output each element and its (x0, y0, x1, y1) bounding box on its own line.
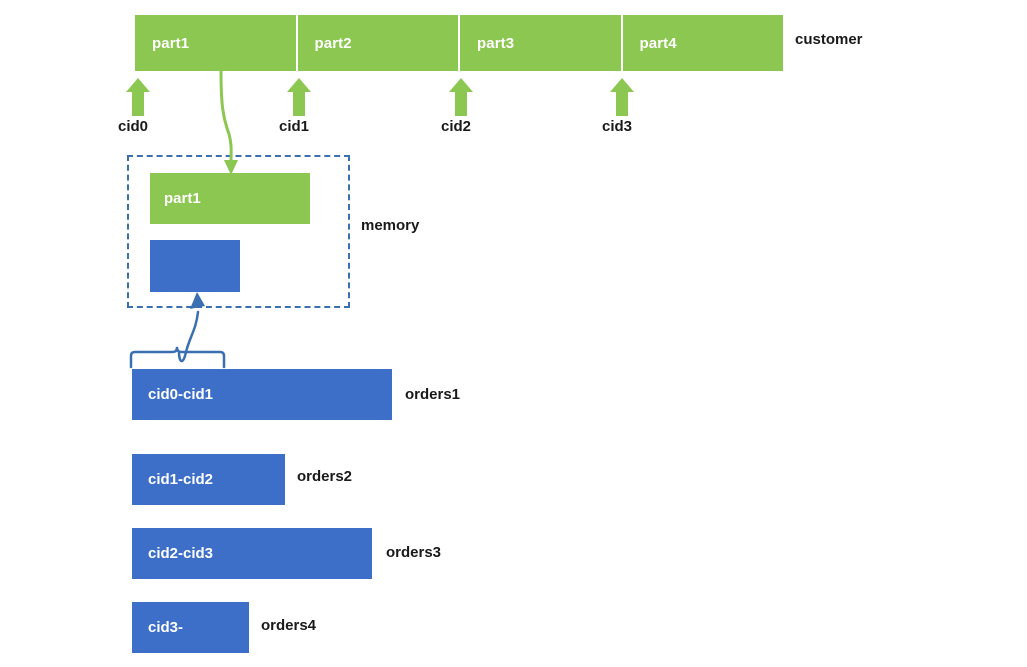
part-segment-label: part3 (477, 34, 515, 52)
orders-bar-4[interactable]: cid3- (132, 602, 249, 653)
customer-part-segment-2[interactable]: part2 (297, 15, 460, 71)
cid-up-arrow-icon-2 (449, 78, 473, 116)
memory-region-label: memory (361, 217, 420, 234)
orders-bar-range-label: cid2-cid3 (148, 545, 214, 562)
cid-up-arrow-icon-0 (126, 78, 150, 116)
part-segment-label: part2 (314, 34, 352, 52)
memory-loaded-part-label: part1 (164, 190, 201, 207)
orders-name-label-3: orders3 (386, 544, 442, 561)
memory-region (127, 155, 350, 308)
orders-bar-range-label: cid0-cid1 (148, 386, 214, 403)
cid-up-arrow-icon-3 (610, 78, 634, 116)
customer-part-segment-1[interactable]: part1 (135, 15, 298, 71)
cid-marker-label-3: cid3 (602, 118, 633, 135)
customer-part-segment-3[interactable]: part3 (460, 15, 623, 71)
orders1-brace (129, 346, 226, 369)
cid-marker-label-2: cid2 (441, 118, 472, 135)
orders-bar-2[interactable]: cid1-cid2 (132, 454, 285, 505)
customer-part-segment-4[interactable]: part4 (622, 15, 783, 71)
cid-marker-label-0: cid0 (118, 118, 149, 135)
cid-marker-label-1: cid1 (279, 118, 310, 135)
orders-bar-range-label: cid3- (148, 619, 184, 636)
orders-name-label-1: orders1 (405, 386, 461, 403)
orders-name-label-4: orders4 (261, 617, 317, 634)
orders-bar-range-label: cid1-cid2 (148, 471, 214, 488)
memory-loaded-part-block[interactable]: part1 (150, 173, 310, 224)
memory-loaded-orders-block[interactable] (150, 240, 240, 292)
cid-up-arrow-icon-1 (287, 78, 311, 116)
part-segment-label: part1 (152, 34, 190, 52)
customer-partition-strip: part1 part2 part3 part4 (135, 15, 783, 71)
part-segment-label: part4 (639, 34, 677, 52)
orders-name-label-2: orders2 (297, 468, 353, 485)
orders-bar-1[interactable]: cid0-cid1 (132, 369, 392, 420)
customer-table-label: customer (795, 31, 863, 48)
orders-bar-3[interactable]: cid2-cid3 (132, 528, 372, 579)
